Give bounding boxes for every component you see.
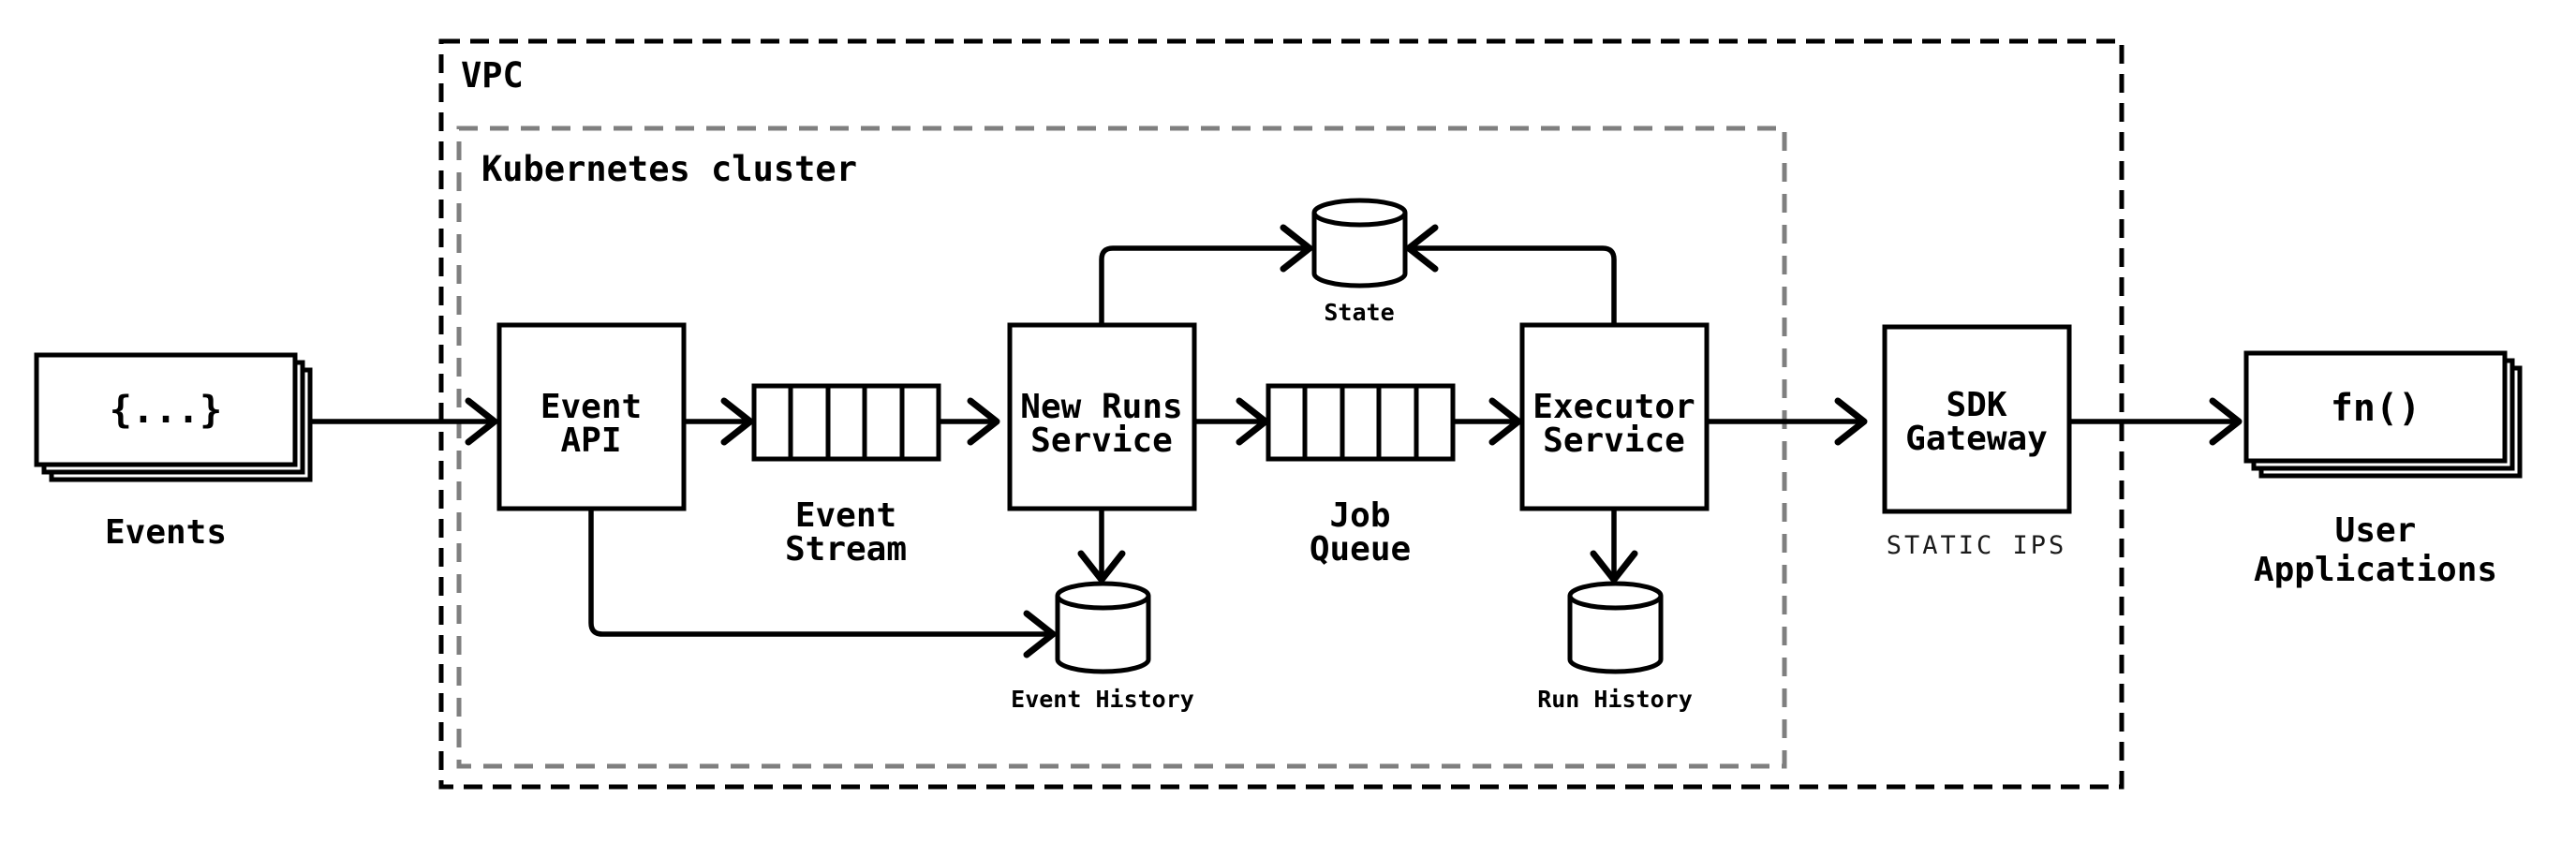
- new-runs-service-label-line2: Service: [1030, 422, 1173, 460]
- event-history-database-top-icon: [1055, 581, 1151, 611]
- arrowhead-right-icon: [465, 397, 498, 446]
- arrowhead-right-icon: [1023, 610, 1057, 658]
- events-stack-icon: [34, 352, 298, 467]
- sdk-gateway-node: SDK Gateway STATIC IPS: [1882, 324, 2072, 560]
- user-apps-icon-text: fn(): [2331, 387, 2421, 430]
- run-history-database-top-icon: [1567, 581, 1664, 611]
- kubernetes-cluster-boundary: Kubernetes cluster: [456, 126, 1787, 769]
- arrowhead-right-icon: [1236, 397, 1269, 446]
- job-queue-node: Job Queue: [1266, 383, 1456, 569]
- arrowhead-down-icon: [1077, 550, 1126, 584]
- job-queue-label-line1: Job: [1329, 496, 1390, 535]
- events-node: {...} Events: [34, 352, 313, 552]
- job-queue-icon: [1266, 383, 1456, 462]
- sdk-gateway-label-line2: Gateway: [1905, 420, 2048, 458]
- run-history-node: Run History: [1537, 581, 1693, 713]
- event-stream-label-line2: Stream: [785, 530, 907, 569]
- vpc-border: [438, 38, 2124, 790]
- arrowhead-right-icon: [967, 397, 1000, 446]
- executor-service-label-line2: Service: [1543, 422, 1685, 460]
- edges: [310, 224, 2243, 658]
- new-runs-service-box: [1007, 322, 1197, 511]
- sdk-gateway-caption: STATIC IPS: [1887, 531, 2067, 560]
- state-db-node: State: [1311, 198, 1408, 326]
- event-api-label-line2: API: [560, 422, 621, 460]
- event-api-label-line1: Event: [540, 388, 642, 426]
- state-database-top-icon: [1311, 198, 1408, 228]
- user-apps-stack-icon: [2243, 350, 2508, 464]
- sdk-gateway-label-line1: SDK: [1946, 386, 2006, 424]
- event-stream-queue-icon: [751, 383, 941, 462]
- edge-executor-to-state: [1412, 245, 1617, 325]
- user-apps-label-line1: User: [2335, 511, 2417, 550]
- executor-service-label-line1: Executor: [1532, 388, 1695, 426]
- executor-service-box: [1519, 322, 1710, 511]
- user-applications-node: fn() User Applications: [2243, 350, 2523, 589]
- edge-new-runs-to-state: [1099, 245, 1307, 325]
- vpc-label: VPC: [461, 55, 524, 96]
- job-queue-label-line2: Queue: [1310, 530, 1411, 569]
- event-stream-label-line1: Event: [795, 496, 896, 535]
- user-apps-label-line2: Applications: [2254, 551, 2497, 589]
- events-label: Events: [105, 513, 227, 552]
- state-database-icon: [1311, 213, 1408, 288]
- arrowhead-right-icon: [1488, 397, 1522, 446]
- kubernetes-border: [456, 126, 1787, 769]
- arrowhead-right-icon: [1834, 397, 1868, 446]
- event-history-node: Event History: [1011, 581, 1194, 713]
- run-history-label: Run History: [1537, 686, 1693, 713]
- arrowhead-left-icon: [1405, 224, 1439, 273]
- arrowhead-right-icon: [1280, 224, 1313, 273]
- vpc-boundary: VPC: [438, 38, 2124, 790]
- run-history-database-icon: [1567, 596, 1664, 674]
- events-icon-text: {...}: [110, 389, 222, 432]
- new-runs-service-node: New Runs Service: [1007, 322, 1197, 511]
- state-db-label: State: [1324, 299, 1394, 326]
- event-history-label: Event History: [1011, 686, 1194, 713]
- event-stream-node: Event Stream: [751, 383, 941, 569]
- event-api-box: [496, 322, 687, 511]
- event-history-database-icon: [1055, 596, 1151, 674]
- executor-service-node: Executor Service: [1519, 322, 1710, 511]
- arrowhead-right-icon: [2209, 397, 2243, 446]
- event-api-node: Event API: [496, 322, 687, 511]
- new-runs-service-label-line1: New Runs: [1020, 388, 1182, 426]
- kubernetes-label: Kubernetes cluster: [481, 149, 857, 189]
- arrowhead-down-icon: [1590, 550, 1638, 584]
- sdk-gateway-box: [1882, 324, 2072, 514]
- edge-event-api-to-event-history: [588, 509, 1050, 637]
- arrowhead-right-icon: [720, 397, 754, 446]
